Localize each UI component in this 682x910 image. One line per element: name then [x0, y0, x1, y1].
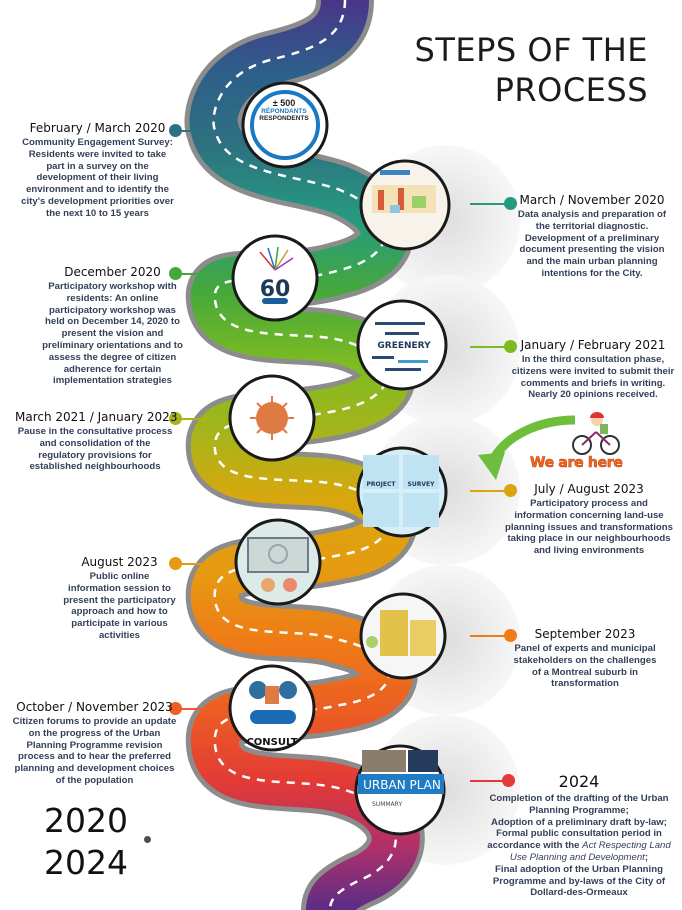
page-title: STEPS OF THE PROCESS	[415, 30, 648, 110]
end-year: 2024	[44, 843, 128, 882]
timeline-step: February / March 2020 Community Engageme…	[20, 121, 175, 220]
connector-line	[180, 563, 210, 565]
connector-line	[470, 203, 510, 205]
connector-line	[470, 490, 510, 492]
svg-text:GREENERY: GREENERY	[377, 341, 431, 351]
dollard-60-logo-image: 60	[231, 234, 319, 322]
desc-part: Formal public consultation period in acc…	[487, 828, 662, 852]
step-description: Participatory process and information co…	[505, 498, 673, 557]
svg-text:SURVEY: SURVEY	[408, 481, 436, 488]
connector-line	[180, 130, 210, 132]
step-description: In the third consultation phase, citizen…	[511, 354, 675, 401]
timeline-step: January / February 2021 In the third con…	[508, 338, 678, 401]
timeline-step: December 2020 Participatory workshop wit…	[40, 265, 185, 387]
timeline-step: March 2021 / January 2023 Pause in the c…	[15, 410, 178, 473]
territorial-diagnostic-map-image	[359, 159, 451, 251]
urban-plan-image: URBAN PLAN SUMMARY	[354, 744, 446, 836]
svg-text:CONSULT: CONSULT	[246, 737, 297, 748]
svg-text:PROJECT: PROJECT	[367, 481, 397, 488]
green-curved-arrow-icon	[478, 415, 576, 480]
desc-part: Completion of the drafting of the Urban …	[489, 793, 669, 816]
svg-text:URBAN PLAN: URBAN PLAN	[363, 778, 441, 792]
virus-image	[228, 374, 316, 462]
connector-line	[180, 418, 210, 420]
step-description: Completion of the drafting of the Urban …	[484, 793, 674, 899]
step-description: Citizen forums to provide an update on t…	[12, 716, 177, 786]
online-session-image	[234, 518, 322, 606]
start-year: 2020	[44, 801, 128, 840]
step-description: Participatory workshop with residents: A…	[42, 281, 183, 387]
timeline-step: October / November 2023 Citizen forums t…	[12, 700, 177, 787]
step-date: October / November 2023	[16, 700, 173, 714]
step-date: July / August 2023	[534, 482, 644, 496]
step-date: January / February 2021	[520, 338, 666, 352]
timeline-dot	[504, 340, 517, 353]
respondents-label-fr: RÉPONDANTS	[261, 108, 307, 115]
timeline-step: September 2023 Panel of experts and muni…	[510, 627, 660, 690]
svg-text:60: 60	[260, 277, 291, 302]
timeline-dot	[502, 774, 515, 787]
respondents-badge-image	[241, 81, 329, 169]
title-line-2: PROCESS	[494, 71, 648, 109]
connector-line	[180, 273, 210, 275]
act-title: Act Respecting Land Use Planning and Dev…	[509, 840, 671, 863]
step-description: Pause in the consultative process and co…	[17, 426, 173, 473]
step-date: 2024	[558, 772, 600, 791]
consult-image: CONSULT	[228, 664, 316, 752]
step-date: August 2023	[81, 555, 158, 569]
timeline-dot	[169, 124, 182, 137]
svg-text:SUMMARY: SUMMARY	[372, 801, 402, 808]
step-date: March / November 2020	[519, 193, 665, 207]
timeline-step: March / November 2020 Data analysis and …	[512, 193, 672, 280]
connector-line	[470, 635, 510, 637]
we-are-here-label: We are here	[530, 455, 624, 472]
desc-part: Adoption of a preliminary draft by-law;	[491, 816, 667, 828]
step-date: March 2021 / January 2023	[15, 410, 178, 424]
timeline-dot	[169, 702, 182, 715]
respondents-badge: ± 500 RÉPONDANTS RESPONDENTS	[254, 98, 314, 122]
timeline-dot	[504, 484, 517, 497]
connector-line	[470, 346, 510, 348]
step-description: Panel of experts and municipal stakehold…	[513, 643, 657, 690]
step-date: February / March 2020	[29, 121, 166, 135]
timeline-dot	[504, 197, 517, 210]
step-description: Public online information session to pre…	[63, 571, 176, 641]
cyclist-icon	[572, 412, 620, 455]
desc-part: Final adoption of the Urban Planning Pro…	[492, 863, 666, 899]
bullet-dot	[144, 836, 151, 843]
timeline-dot	[504, 629, 517, 642]
desc-part: ;	[644, 851, 649, 863]
connector-line	[470, 780, 510, 782]
step-description: Community Engagement Survey: Residents w…	[21, 137, 174, 219]
respondents-count: ± 500	[272, 98, 296, 108]
title-line-1: STEPS OF THE	[414, 31, 648, 69]
step-description: Data analysis and preparation of the ter…	[517, 209, 667, 279]
period-years: 2020 2024	[44, 800, 128, 884]
timeline-step: August 2023 Public online information se…	[62, 555, 177, 642]
timeline-step: July / August 2023 Participatory process…	[505, 482, 673, 557]
step-date: September 2023	[534, 627, 636, 641]
timeline-dot	[169, 557, 182, 570]
timeline-dot	[169, 267, 182, 280]
timeline-dot	[169, 412, 182, 425]
connector-line	[180, 708, 210, 710]
respondents-label-en: RESPONDENTS	[259, 115, 309, 122]
project-survey-image: PROJECT SURVEY	[356, 446, 448, 538]
step-date: December 2020	[64, 265, 161, 279]
greenery-word-cloud-image: GREENERY	[356, 299, 448, 391]
urban-buildings-image	[359, 592, 447, 680]
timeline-step: 2024 Completion of the drafting of the U…	[484, 772, 674, 899]
